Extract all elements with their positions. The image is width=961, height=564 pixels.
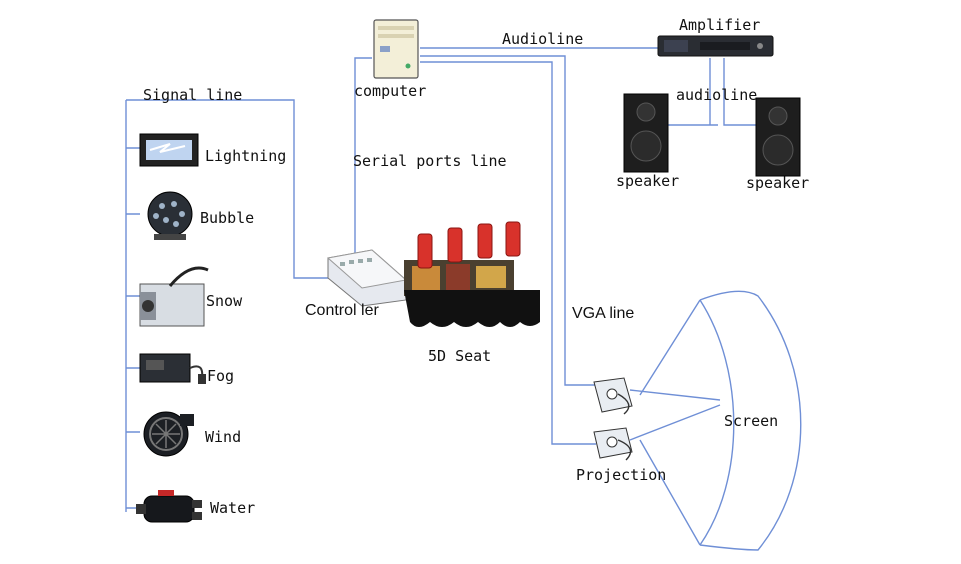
vga-line-label: VGA line	[572, 305, 635, 322]
audioline-speakers	[668, 58, 760, 126]
serial-ports-line-label: Serial ports line	[353, 152, 507, 170]
vga-line-upper	[420, 55, 598, 386]
audioline-top-label: Audioline	[502, 30, 584, 48]
signal-line	[126, 99, 330, 279]
projector-lower-icon	[593, 427, 633, 461]
effect-label-fog: Fog	[207, 367, 235, 385]
serial-ports-line	[354, 57, 372, 258]
audioline-mid-label: audioline	[676, 86, 758, 104]
water-pump-icon	[136, 490, 202, 523]
controller-icon	[326, 249, 408, 307]
controller-label: Control ler	[305, 302, 379, 319]
signal-line-label: Signal line	[143, 86, 243, 104]
lightning-machine-icon	[139, 133, 199, 167]
screen-label: Screen	[724, 412, 779, 430]
effect-label-wind: Wind	[205, 428, 242, 446]
bubble-machine-icon	[147, 191, 193, 240]
speaker-right-label: speaker	[746, 174, 810, 192]
computer-icon	[373, 19, 419, 79]
effect-label-snow: Snow	[206, 292, 243, 310]
wind-fan-icon	[143, 411, 194, 457]
speaker-left-label: speaker	[616, 172, 680, 190]
connection-lines	[125, 47, 802, 551]
snow-machine-icon	[139, 266, 209, 327]
projector-upper-icon	[593, 377, 633, 415]
5d-seat-icon	[404, 221, 540, 327]
seat-label: 5D Seat	[428, 347, 492, 365]
projection-beams	[629, 299, 721, 546]
fog-machine-icon	[139, 353, 206, 384]
speaker-right-icon	[755, 97, 801, 177]
amplifier-icon	[657, 35, 774, 57]
screen-outline	[699, 290, 802, 551]
vga-line-lower	[420, 61, 596, 445]
speaker-left-icon	[623, 93, 669, 173]
effect-label-lightning: Lightning	[205, 147, 287, 165]
signal-branch-lines	[126, 147, 140, 509]
computer-label: computer	[354, 82, 427, 100]
amplifier-label: Amplifier	[679, 16, 761, 34]
effect-label-water: Water	[210, 499, 256, 517]
effect-label-bubble: Bubble	[200, 209, 255, 227]
projection-label: Projection	[576, 466, 667, 484]
